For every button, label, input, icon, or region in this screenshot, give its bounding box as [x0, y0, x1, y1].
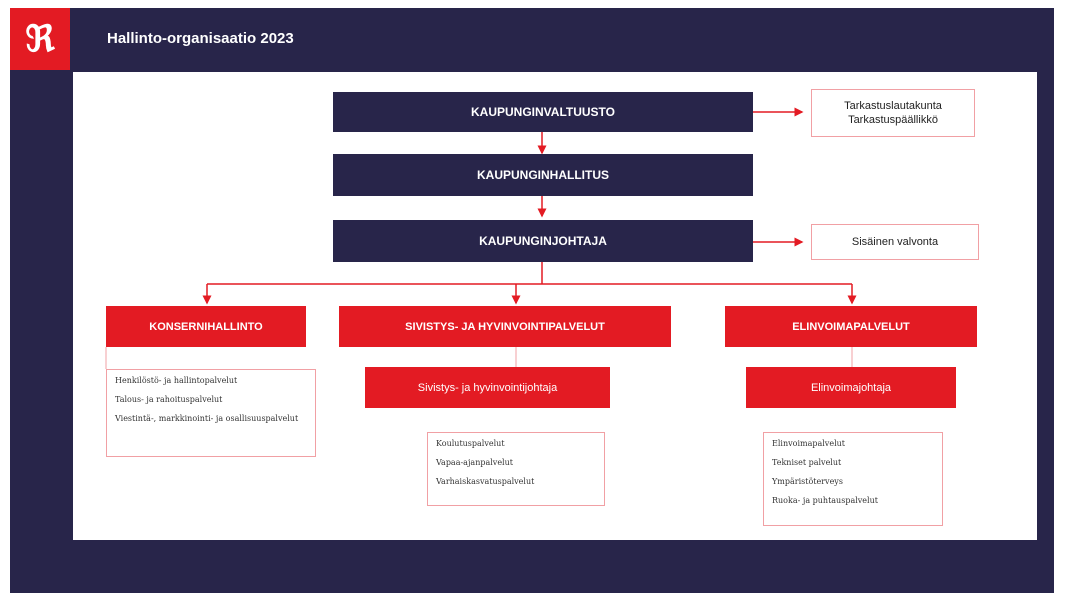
list-item: Varhaiskasvatuspalvelut: [436, 477, 535, 486]
list-item: Elinvoimapalvelut: [772, 439, 845, 448]
list-item: Tekniset palvelut: [772, 458, 842, 467]
konserni-services-list: Henkilöstö- ja hallintopalvelut Talous- …: [106, 369, 316, 457]
list-item: Talous- ja rahoituspalvelut: [115, 395, 223, 404]
sisainen-valvonta-box: Sisäinen valvonta: [811, 224, 979, 260]
elinvoimapalvelut-box: ELINVOIMAPALVELUT: [725, 306, 977, 347]
list-item: Viestintä-, markkinointi- ja osallisuusp…: [115, 414, 299, 423]
page-title: Hallinto-organisaatio 2023: [107, 30, 294, 47]
tarkastuspaallikko-label: Tarkastuspäällikkö: [848, 114, 938, 126]
tarkastus-box: Tarkastuslautakunta Tarkastuspäällikkö: [811, 89, 975, 137]
sivistys-johtaja-box: Sivistys- ja hyvinvointijohtaja: [365, 367, 610, 408]
konsernihallinto-box: KONSERNIHALLINTO: [106, 306, 306, 347]
kaupunginhallitus-box: KAUPUNGINHALLITUS: [333, 154, 753, 196]
elinvoima-services-list: Elinvoimapalvelut Tekniset palvelut Ympä…: [763, 432, 943, 526]
list-item: Henkilöstö- ja hallintopalvelut: [115, 376, 238, 385]
tarkastuslautakunta-label: Tarkastuslautakunta: [844, 100, 942, 112]
list-item: Vapaa-ajanpalvelut: [436, 458, 513, 467]
list-item: Koulutuspalvelut: [436, 439, 505, 448]
list-item: Ruoka- ja puhtauspalvelut: [772, 496, 878, 505]
kaupunginjohtaja-box: KAUPUNGINJOHTAJA: [333, 220, 753, 262]
list-item: Ympäristöterveys: [772, 477, 843, 486]
kaupunginvaltuusto-box: KAUPUNGINVALTUUSTO: [333, 92, 753, 132]
sivistys-services-list: Koulutuspalvelut Vapaa-ajanpalvelut Varh…: [427, 432, 605, 506]
city-logo: ℜ: [10, 8, 70, 70]
elinvoimajohtaja-box: Elinvoimajohtaja: [746, 367, 956, 408]
sivistys-hyvinvointipalvelut-box: SIVISTYS- JA HYVINVOINTIPALVELUT: [339, 306, 671, 347]
